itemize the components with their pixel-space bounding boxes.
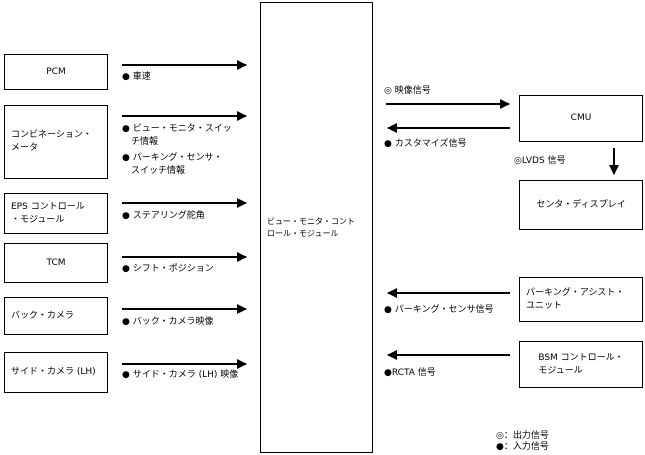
signal-label-back-camera-video: ● バック・カメラ映像 bbox=[122, 317, 214, 327]
signal-label-steering-angle: ● ステアリング舵角 bbox=[122, 211, 205, 221]
bsm-control-module-box: BSM コントロール・ モジュール bbox=[519, 341, 643, 388]
cmu-box: CMU bbox=[519, 95, 643, 142]
signal-label-customize: ● カスタマイズ信号 bbox=[384, 139, 467, 149]
view-monitor-control-module-label: ビュー・モニタ・コント ロール・モジュール bbox=[267, 216, 355, 238]
signal-label-view-monitor-switch: ● ビュー・モニタ・スイッ チ情報 bbox=[122, 124, 232, 147]
parking-assist-unit-box: パーキング・アシスト・ ユニット bbox=[519, 277, 643, 322]
side-camera-lh-box: サイド・カメラ (LH) bbox=[4, 352, 108, 393]
back-camera-box: バック・カメラ bbox=[4, 297, 108, 335]
signal-label-parking-sensor-switch: ● パーキング・センサ・ スイッチ情報 bbox=[122, 153, 223, 176]
signal-label-shift-position: ● シフト・ポジション bbox=[122, 264, 214, 274]
eps-control-module-box: EPS コントロール ・モジュール bbox=[4, 193, 108, 234]
signal-label-vehicle-speed: ● 車速 bbox=[122, 72, 151, 82]
legend-input: ●：入力信号 bbox=[496, 442, 549, 452]
tcm-box: TCM bbox=[4, 243, 108, 283]
signal-label-video: ◎ 映像信号 bbox=[384, 86, 431, 96]
signal-label-rcta: ●RCTA 信号 bbox=[384, 368, 436, 378]
pcm-box: PCM bbox=[4, 54, 108, 90]
signal-label-parking-sensor: ● パーキング・センサ信号 bbox=[384, 305, 494, 315]
center-display-box: センタ・ディスプレイ bbox=[519, 180, 643, 230]
signal-label-side-camera-video: ● サイド・カメラ (LH) 映像 bbox=[122, 370, 239, 380]
signal-label-lvds: ◎LVDS 信号 bbox=[514, 156, 566, 166]
view-monitor-control-module-box: ビュー・モニタ・コント ロール・モジュール bbox=[260, 2, 373, 453]
combination-meter-box: コンビネーション・ メータ bbox=[4, 105, 108, 179]
legend-output: ◎：出力信号 bbox=[496, 431, 549, 441]
